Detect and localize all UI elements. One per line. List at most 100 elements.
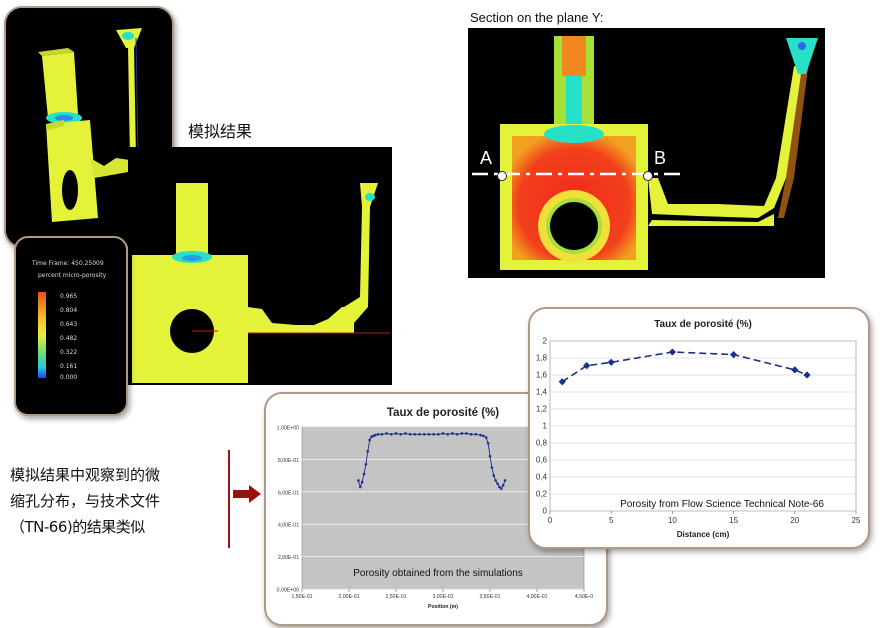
data-point bbox=[358, 485, 362, 489]
chart-annotation: Porosity from Flow Science Technical Not… bbox=[620, 499, 824, 510]
data-point bbox=[404, 432, 407, 435]
x-tick-label: 3,50E-01 bbox=[479, 594, 500, 600]
data-point bbox=[503, 479, 507, 482]
data-point bbox=[376, 432, 380, 436]
data-point bbox=[418, 432, 421, 436]
x-axis-label: Distance (cm) bbox=[677, 530, 730, 539]
data-point bbox=[385, 432, 388, 435]
chart-title: Taux de porosité (%) bbox=[654, 319, 752, 330]
x-tick-label: 2,50E-01 bbox=[385, 594, 406, 600]
data-point bbox=[360, 480, 364, 484]
data-point bbox=[479, 433, 482, 437]
data-point bbox=[469, 432, 473, 436]
x-tick-label: 1,50E-01 bbox=[291, 594, 312, 600]
data-point bbox=[451, 432, 454, 435]
data-point bbox=[399, 432, 402, 436]
data-point bbox=[422, 432, 426, 436]
data-point bbox=[446, 432, 449, 436]
legend-time-frame: Time Frame: 450.25009 bbox=[32, 260, 104, 267]
y-tick-label: 0,8 bbox=[536, 439, 548, 448]
data-point bbox=[413, 432, 417, 436]
legend-quantity: percent micro-porosity bbox=[38, 272, 107, 279]
data-point bbox=[607, 358, 615, 366]
chart-title: Taux de porosité (%) bbox=[387, 407, 499, 419]
data-point bbox=[390, 432, 393, 436]
x-tick-label: 10 bbox=[668, 516, 677, 525]
casting-front-view bbox=[128, 147, 392, 385]
legend-tick: 0.322 bbox=[60, 349, 78, 356]
data-point bbox=[364, 462, 368, 466]
data-point bbox=[441, 432, 445, 435]
legend-tick: 0.643 bbox=[60, 321, 78, 328]
data-point bbox=[366, 450, 370, 453]
data-point bbox=[362, 472, 366, 476]
data-point bbox=[432, 432, 435, 436]
x-tick-label: 3,00E-01 bbox=[432, 594, 453, 600]
data-point bbox=[501, 484, 505, 487]
data-point bbox=[408, 432, 412, 436]
y-tick-label: 1,2 bbox=[536, 405, 548, 414]
data-point bbox=[460, 432, 464, 435]
technote-porosity-chart: Taux de porosité (%)00,20,40,60,811,21,4… bbox=[536, 319, 861, 539]
description: 模拟结果中观察到的微 缩孔分布，与技术文件 （TN-66)的结果类似 bbox=[10, 462, 160, 540]
legend-tick: 0.161 bbox=[60, 363, 78, 370]
data-point bbox=[374, 433, 377, 437]
data-point bbox=[474, 432, 478, 436]
casting-3d-view bbox=[6, 8, 172, 246]
description-line: 缩孔分布，与技术文件 bbox=[10, 492, 161, 510]
y-tick-label: 2 bbox=[543, 337, 548, 346]
y-tick-label: 1,6 bbox=[536, 371, 548, 380]
data-point bbox=[437, 432, 440, 436]
y-tick-label: 0,2 bbox=[536, 490, 548, 499]
y-tick-label: 4,00E-01 bbox=[278, 523, 299, 529]
data-point bbox=[803, 371, 811, 379]
data-point bbox=[368, 438, 371, 442]
x-tick-label: 4,00E-01 bbox=[526, 594, 547, 600]
point-b-label: B bbox=[654, 148, 667, 168]
x-tick-label: 25 bbox=[852, 516, 861, 525]
point-a-label: A bbox=[480, 148, 493, 168]
section-view: A B bbox=[468, 28, 825, 278]
data-point bbox=[394, 432, 398, 435]
porosity-legend: Time Frame: 450.25009 percent micro-poro… bbox=[14, 236, 128, 416]
y-tick-label: 1,4 bbox=[536, 388, 548, 397]
data-point bbox=[496, 482, 499, 485]
sim-title: 模拟结果 bbox=[188, 122, 253, 141]
data-point bbox=[482, 434, 485, 438]
y-tick-label: 8,00E-01 bbox=[278, 458, 299, 464]
x-axis-label: Position (m) bbox=[428, 604, 458, 610]
data-point bbox=[498, 485, 501, 489]
data-point bbox=[357, 479, 360, 482]
description-line: 模拟结果中观察到的微 bbox=[10, 466, 161, 484]
data-point bbox=[486, 441, 490, 445]
legend-color-bar bbox=[38, 292, 46, 378]
data-point bbox=[492, 474, 496, 477]
data-point bbox=[494, 479, 497, 482]
chart-annotation: Porosity obtained from the simulations bbox=[353, 568, 523, 579]
y-tick-label: 0,00E+00 bbox=[277, 588, 299, 594]
divider bbox=[228, 450, 230, 548]
description-line: （TN-66)的结果类似 bbox=[10, 518, 145, 536]
y-tick-label: 0,6 bbox=[536, 456, 548, 465]
legend-tick: 0.965 bbox=[60, 293, 78, 300]
y-tick-label: 0,4 bbox=[536, 473, 548, 482]
data-point bbox=[490, 466, 494, 469]
casting-3d-view-frame bbox=[4, 6, 174, 248]
arrow-icon bbox=[233, 485, 261, 503]
legend-tick: 0.000 bbox=[60, 374, 78, 381]
y-tick-label: 2,00E-01 bbox=[278, 555, 299, 561]
data-point bbox=[380, 432, 384, 436]
data-point bbox=[499, 487, 503, 490]
section-title: Section on the plane Y: bbox=[470, 10, 604, 25]
x-tick-label: 4,50E-0 bbox=[575, 594, 593, 600]
y-tick-label: 1,00E+00 bbox=[277, 426, 299, 432]
data-point bbox=[427, 432, 431, 436]
data-point bbox=[488, 454, 492, 458]
y-tick-label: 1,8 bbox=[536, 354, 548, 363]
data-point bbox=[484, 436, 488, 439]
x-tick-label: 2,00E-01 bbox=[338, 594, 359, 600]
legend-tick: 0.482 bbox=[60, 335, 78, 342]
x-tick-label: 15 bbox=[729, 516, 738, 525]
data-point bbox=[455, 432, 459, 436]
